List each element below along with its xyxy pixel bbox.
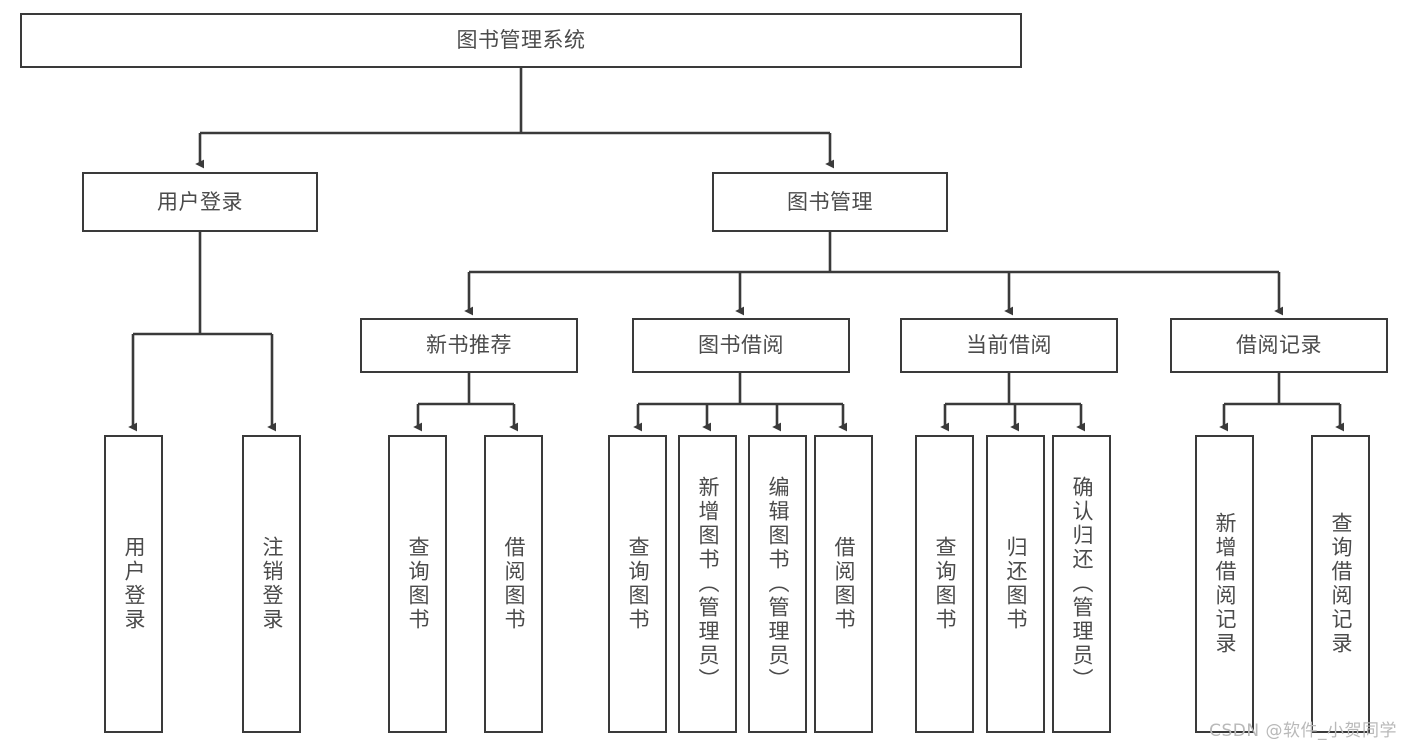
leaf-current-query-book[interactable]: 查询图书 bbox=[915, 435, 974, 733]
leaf-borrow-add-book[interactable]: 新增图书（管理员） bbox=[678, 435, 737, 733]
node-borrow-record[interactable]: 借阅记录 bbox=[1170, 318, 1388, 373]
leaf-label: 借阅图书 bbox=[502, 536, 526, 632]
node-book-management-label: 图书管理 bbox=[787, 189, 873, 214]
leaf-current-confirm-return[interactable]: 确认归还（管理员） bbox=[1052, 435, 1111, 733]
leaf-label: 新增借阅记录 bbox=[1213, 512, 1237, 656]
node-root[interactable]: 图书管理系统 bbox=[20, 13, 1022, 68]
node-user-login-label: 用户登录 bbox=[157, 189, 243, 214]
csdn-watermark: CSDN @软件_小贺同学 bbox=[1209, 721, 1397, 741]
leaf-label: 编辑图书（管理员） bbox=[766, 476, 790, 692]
node-new-book-recommend-label: 新书推荐 bbox=[426, 333, 512, 358]
leaf-label: 确认归还（管理员） bbox=[1070, 476, 1094, 692]
node-root-label: 图书管理系统 bbox=[456, 28, 586, 53]
leaf-label: 借阅图书 bbox=[832, 536, 856, 632]
leaf-label: 归还图书 bbox=[1004, 536, 1028, 632]
leaf-label: 查询图书 bbox=[626, 536, 650, 632]
node-book-management[interactable]: 图书管理 bbox=[712, 172, 948, 232]
node-borrow-record-label: 借阅记录 bbox=[1236, 333, 1322, 358]
leaf-user-login-logout[interactable]: 注销登录 bbox=[242, 435, 301, 733]
leaf-label: 查询图书 bbox=[933, 536, 957, 632]
node-book-borrow[interactable]: 图书借阅 bbox=[632, 318, 850, 373]
node-current-borrow-label: 当前借阅 bbox=[966, 333, 1052, 358]
leaf-record-query-record[interactable]: 查询借阅记录 bbox=[1311, 435, 1370, 733]
leaf-label: 查询图书 bbox=[406, 536, 430, 632]
leaf-label: 查询借阅记录 bbox=[1329, 512, 1353, 656]
leaf-borrow-borrow-book[interactable]: 借阅图书 bbox=[814, 435, 873, 733]
node-user-login[interactable]: 用户登录 bbox=[82, 172, 318, 232]
node-current-borrow[interactable]: 当前借阅 bbox=[900, 318, 1118, 373]
leaf-borrow-query-book[interactable]: 查询图书 bbox=[608, 435, 667, 733]
leaf-label: 新增图书（管理员） bbox=[696, 476, 720, 692]
leaf-borrow-edit-book[interactable]: 编辑图书（管理员） bbox=[748, 435, 807, 733]
leaf-label: 用户登录 bbox=[122, 536, 146, 632]
leaf-recommend-query-book[interactable]: 查询图书 bbox=[388, 435, 447, 733]
node-new-book-recommend[interactable]: 新书推荐 bbox=[360, 318, 578, 373]
leaf-user-login-login[interactable]: 用户登录 bbox=[104, 435, 163, 733]
leaf-recommend-borrow-book[interactable]: 借阅图书 bbox=[484, 435, 543, 733]
leaf-record-add-record[interactable]: 新增借阅记录 bbox=[1195, 435, 1254, 733]
node-book-borrow-label: 图书借阅 bbox=[698, 333, 784, 358]
leaf-current-return-book[interactable]: 归还图书 bbox=[986, 435, 1045, 733]
leaf-label: 注销登录 bbox=[260, 536, 284, 632]
